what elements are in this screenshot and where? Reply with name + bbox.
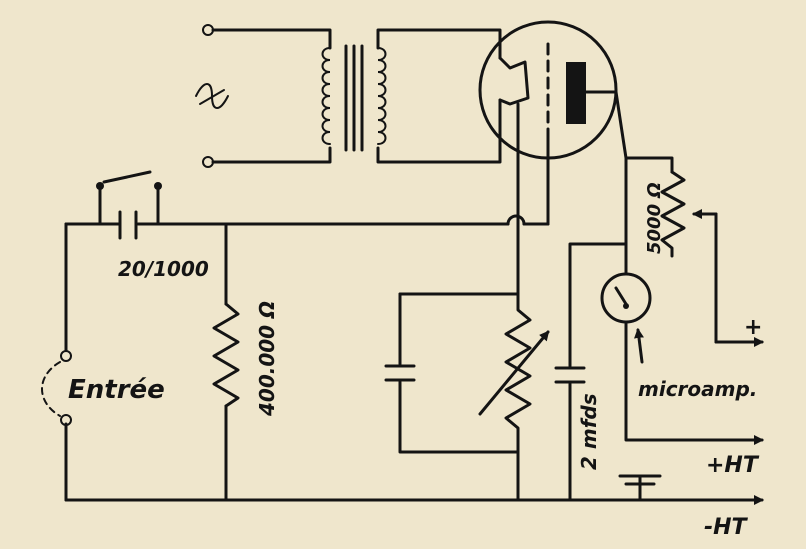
capacitor-2mfds [554,242,628,502]
label-input: Entrée [68,375,165,405]
vacuum-tube [478,20,618,160]
label-meter: microamp. [638,377,757,401]
label-res-adj: 5000 Ω [644,182,665,254]
resistor-5000 [660,170,718,344]
label-plus-ht: +HT [706,453,760,478]
meter-pointer-arrow [634,328,644,364]
grid-network [384,292,550,502]
label-plus: + [744,315,762,340]
switch [96,170,162,226]
sine-axis [199,89,225,105]
label-cap-2: 2 mfds [577,393,601,470]
microammeter-icon [600,272,652,324]
ground-icon [618,474,662,502]
resistor-400000 [212,222,240,502]
ac-input-terminals [202,24,332,168]
label-minus-ht: -HT [704,515,749,540]
label-res-grid: 400.000 Ω [255,301,279,417]
capacitor-20-1000 [118,210,138,240]
transformer [321,28,502,164]
input-terminals [41,350,72,426]
label-cap-input: 20/1000 [118,257,209,281]
